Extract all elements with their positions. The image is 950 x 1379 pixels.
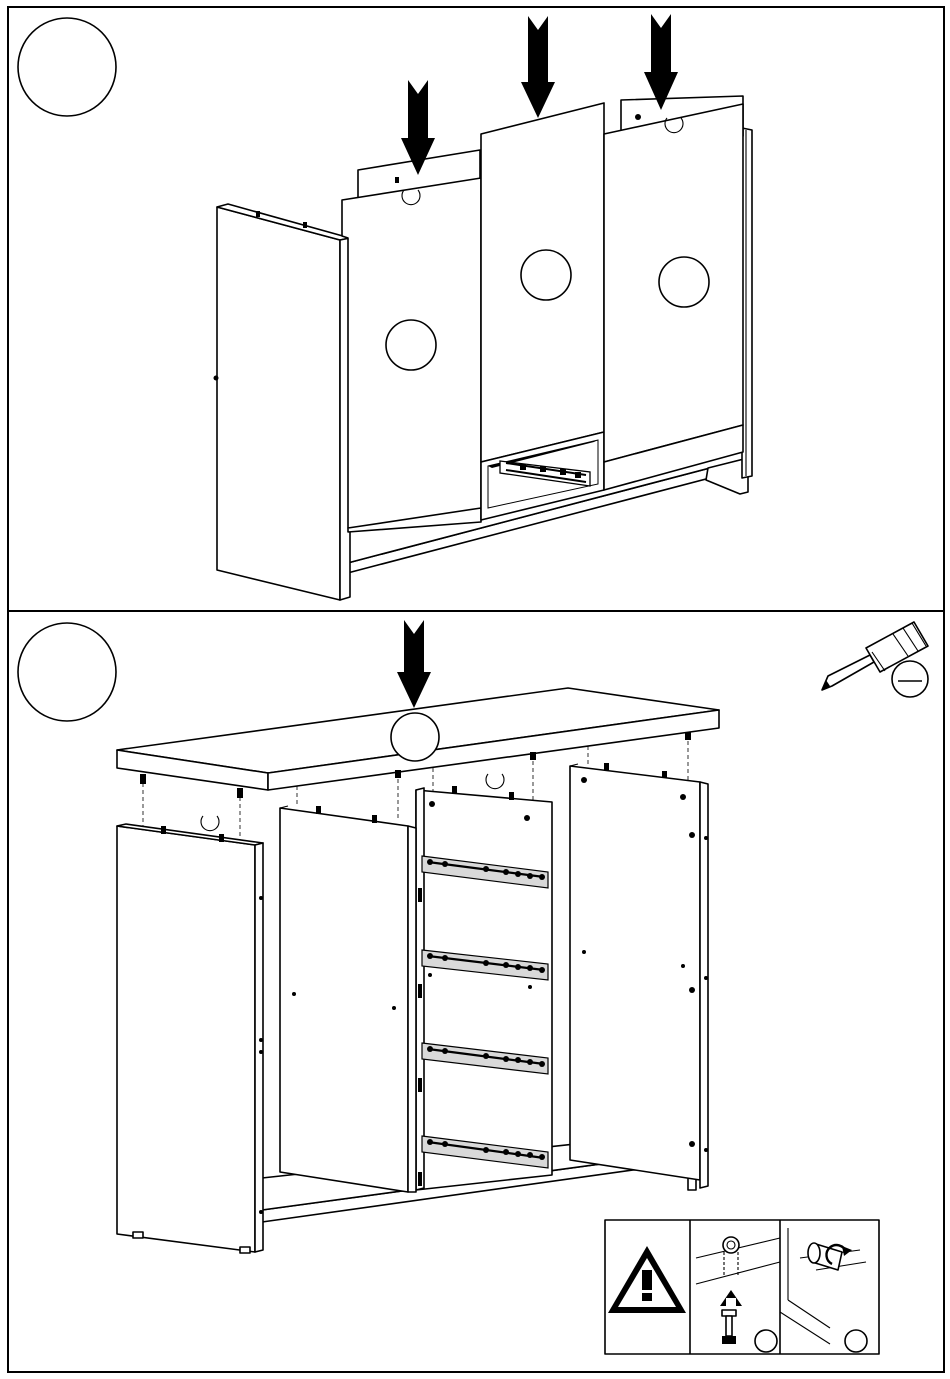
part-callout-circle-1 xyxy=(386,320,436,370)
insert-arrow-3 xyxy=(644,14,678,110)
detail-callout-circle-1 xyxy=(755,1330,777,1352)
part-callout-circle-top xyxy=(391,713,439,761)
insert-arrow-2 xyxy=(521,16,555,118)
middle-partition xyxy=(280,806,416,1192)
door-panel-center xyxy=(481,103,604,520)
left-end-panel xyxy=(117,824,263,1253)
door-panel-right xyxy=(604,104,743,490)
step-number-circle-lower xyxy=(18,623,116,721)
part-callout-circle-2 xyxy=(521,250,571,300)
step-number-circle-upper xyxy=(18,18,116,116)
upper-panel xyxy=(18,14,752,600)
right-end-panel xyxy=(570,763,708,1188)
top-insert-arrow xyxy=(397,620,431,708)
left-side-panel xyxy=(214,204,351,600)
cam-hole xyxy=(486,774,504,789)
tool-callout-circle xyxy=(892,661,928,697)
part-callout-circle-3 xyxy=(659,257,709,307)
detail-callout-circle-2 xyxy=(845,1330,867,1352)
door-panel-left xyxy=(342,178,481,532)
notice-box xyxy=(605,1220,879,1354)
cam-hole xyxy=(201,816,219,831)
runner-side-panel xyxy=(416,786,552,1190)
lower-panel xyxy=(18,620,928,1354)
